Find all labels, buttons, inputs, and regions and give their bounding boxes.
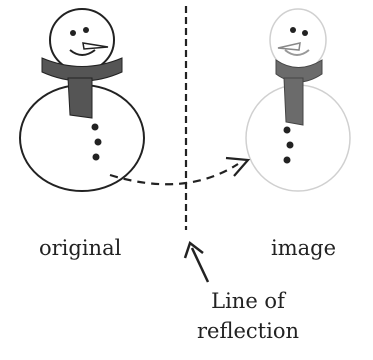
image-snowman-eye-left: [290, 27, 296, 33]
original-snowman-eye-right: [83, 27, 89, 33]
original-snowman-button-1: [92, 124, 99, 131]
original-snowman-eye-left: [70, 30, 76, 36]
original-snowman-scarf-tail: [68, 78, 92, 118]
original-label: original: [39, 238, 121, 259]
original-snowman: [20, 9, 144, 191]
original-snowman-button-2: [95, 139, 102, 146]
image-snowman-button-2: [287, 142, 294, 149]
image-snowman-button-3: [284, 157, 291, 164]
image-snowman-scarf-tail: [284, 78, 303, 125]
original-snowman-button-3: [93, 154, 100, 161]
reflection-arrowhead: [226, 158, 248, 176]
line-of-reflection-label-line1: Line of: [188, 286, 308, 316]
original-snowman-head: [50, 9, 114, 71]
image-label: image: [271, 238, 336, 259]
line-of-reflection-label: Line of reflection: [188, 286, 308, 346]
line-of-reflection-label-line2: reflection: [188, 316, 308, 346]
image-snowman: [246, 9, 350, 191]
image-snowman-button-1: [284, 127, 291, 134]
pointer-arrow: [192, 248, 208, 282]
image-snowman-eye-right: [302, 30, 308, 36]
